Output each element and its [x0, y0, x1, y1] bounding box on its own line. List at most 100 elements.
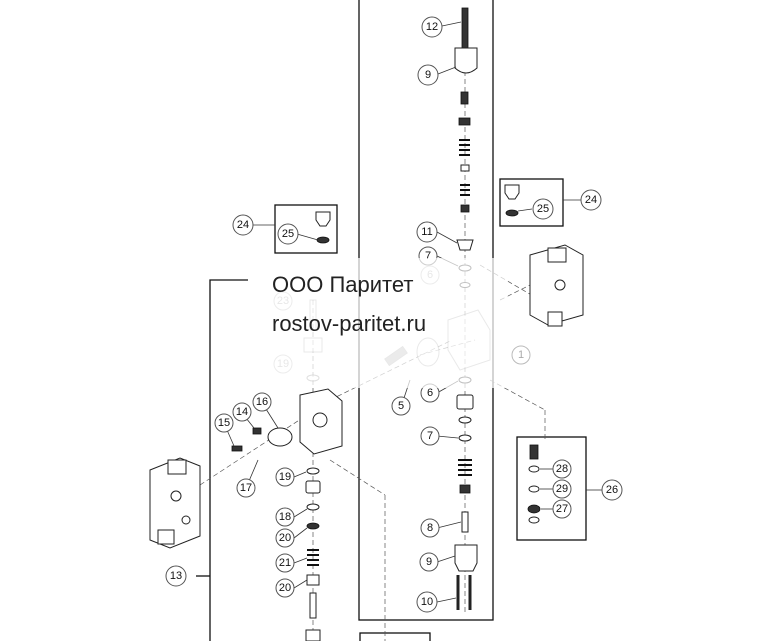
callout-26: 26 [601, 479, 623, 501]
part-20-seal-top [306, 522, 320, 530]
part-12-rod [461, 7, 469, 49]
leader-11 [436, 231, 458, 244]
leader-9b [436, 555, 456, 563]
part-26-cartridge [529, 444, 539, 460]
svg-text:13: 13 [170, 570, 182, 582]
svg-text:10: 10 [421, 596, 433, 608]
svg-text:7: 7 [427, 430, 433, 442]
callout-18: 18 [275, 507, 295, 527]
svg-text:18: 18 [279, 511, 291, 523]
part-28-ring [528, 465, 540, 473]
watermark-site: rostov-paritet.ru [272, 311, 427, 336]
bottom-box [359, 632, 431, 641]
part-section-port [312, 412, 328, 428]
part-16-oring [267, 427, 293, 447]
leader-7b [436, 435, 459, 439]
part-8-stem [461, 511, 469, 533]
callout-14: 14 [232, 402, 252, 422]
svg-text:9: 9 [426, 556, 432, 568]
part-fitting [460, 91, 469, 105]
callout-25-left: 25 [277, 223, 299, 245]
part-15-screw [231, 445, 243, 452]
svg-text:15: 15 [218, 417, 230, 429]
callout-20-top: 20 [275, 528, 295, 548]
leader-12 [441, 21, 462, 27]
part-27-seal [527, 504, 541, 514]
callout-12: 12 [421, 16, 443, 38]
svg-text:24: 24 [585, 194, 597, 206]
part-spring-mid [460, 184, 470, 196]
leader-10 [436, 597, 457, 603]
callout-5: 5 [391, 396, 411, 416]
part-20-seal-bottom [306, 574, 320, 586]
svg-text:9: 9 [425, 69, 431, 81]
leader-9a [437, 66, 457, 75]
watermark-panel [248, 258, 508, 388]
svg-text:28: 28 [556, 463, 568, 475]
svg-text:24: 24 [237, 219, 249, 231]
part-ring [458, 117, 471, 126]
assembly-thumbnail-left [149, 457, 201, 549]
svg-text:11: 11 [421, 226, 432, 238]
leader-20b [293, 579, 308, 589]
kit-box-right [499, 178, 564, 227]
callout-10: 10 [416, 591, 438, 613]
part-spool-cap [456, 394, 474, 410]
part-24-plug-right [504, 184, 520, 200]
part-18-washer [306, 503, 320, 511]
svg-text:21: 21 [279, 557, 291, 569]
svg-text:8: 8 [427, 522, 433, 534]
part-cap-left [305, 629, 321, 641]
part-14-seal [252, 427, 262, 435]
callout-9-top: 9 [417, 64, 439, 86]
part-29-ring [528, 485, 540, 493]
part-7-oring-bottom [458, 434, 472, 442]
callout-13: 13 [165, 565, 187, 587]
callout-15: 15 [214, 413, 234, 433]
callout-17: 17 [236, 478, 256, 498]
kit-box-left [274, 204, 338, 254]
svg-text:5: 5 [398, 400, 404, 412]
part-24-plug-left [315, 211, 331, 227]
svg-text:26: 26 [606, 484, 618, 496]
callout-27: 27 [552, 499, 572, 519]
callout-9-bottom: 9 [419, 552, 439, 572]
svg-text:16: 16 [256, 396, 268, 408]
callout-1: 1 [511, 345, 531, 365]
part-25-seal-left [316, 236, 330, 244]
part-spring-upper [459, 139, 470, 156]
part-11-nut [456, 239, 474, 251]
callout-28: 28 [552, 459, 572, 479]
svg-text:12: 12 [426, 21, 438, 33]
part-spring-lower [458, 459, 472, 476]
callout-19-bottom: 19 [275, 467, 295, 487]
leader-18 [293, 508, 308, 518]
callout-20-bottom: 20 [275, 578, 295, 598]
svg-text:25: 25 [282, 228, 294, 240]
part-25-seal-right [505, 209, 519, 217]
leader-21 [293, 557, 308, 564]
svg-text:25: 25 [537, 203, 549, 215]
callout-29: 29 [552, 479, 572, 499]
part-collar [459, 484, 471, 494]
svg-text:7: 7 [425, 250, 431, 262]
callout-8: 8 [420, 518, 440, 538]
part-piston [305, 480, 321, 494]
watermark-company: ООО Паритет [272, 272, 414, 297]
part-seal [460, 204, 470, 213]
svg-text:27: 27 [556, 503, 568, 515]
part-9-cap-top [454, 47, 478, 74]
svg-text:1: 1 [518, 349, 524, 361]
svg-text:20: 20 [279, 532, 291, 544]
leader-17 [248, 459, 259, 482]
callout-16: 16 [252, 392, 272, 412]
svg-text:19: 19 [279, 471, 291, 483]
assembly-thumbnail-right [529, 244, 584, 327]
callout-25-right: 25 [532, 198, 554, 220]
leader-25b [517, 208, 533, 212]
callout-24-left: 24 [232, 214, 254, 236]
section-frame-left [209, 279, 248, 641]
leader-25a [296, 233, 319, 241]
callout-7-bottom: 7 [420, 426, 440, 446]
